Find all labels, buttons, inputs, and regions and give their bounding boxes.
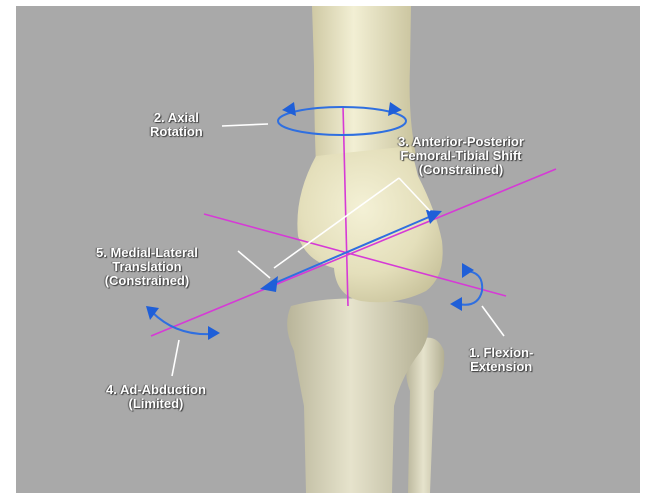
flexion-arrowhead-bottom: [450, 297, 462, 311]
axial-leader-line: [222, 124, 268, 126]
ml-translation-label-line1: 5. Medial-Lateral: [96, 246, 198, 260]
tibia-bone: [287, 299, 428, 494]
ml-translation-label-line2: Translation: [96, 260, 198, 274]
ml-translation-label-line3: (Constrained): [96, 274, 198, 288]
flexion-extension-label: 1. Flexion- Extension: [469, 346, 533, 374]
axial-rotation-label-line1: 2. Axial: [150, 111, 203, 125]
axial-rotation-label-line2: Rotation: [150, 125, 203, 139]
flexion-extension-label-line2: Extension: [469, 360, 533, 374]
ap-shift-label-line2: Femoral-Tibial Shift: [398, 149, 524, 163]
axial-rotation-label: 2. Axial Rotation: [150, 111, 203, 139]
adabduction-arrowhead-right: [208, 326, 220, 340]
ad-abduction-label-line1: 4. Ad-Abduction: [106, 383, 206, 397]
flexion-arrowhead-top: [462, 263, 474, 278]
diagram-canvas: 2. Axial Rotation 3. Anterior-Posterior …: [16, 6, 640, 493]
flexion-leader-line: [482, 306, 504, 336]
ad-abduction-label: 4. Ad-Abduction (Limited): [106, 383, 206, 411]
ml-leader-line: [238, 251, 270, 278]
flexion-extension-label-line1: 1. Flexion-: [469, 346, 533, 360]
ap-shift-label: 3. Anterior-Posterior Femoral-Tibial Shi…: [398, 135, 524, 177]
ml-translation-label: 5. Medial-Lateral Translation (Constrain…: [96, 246, 198, 288]
ap-shift-label-line3: (Constrained): [398, 163, 524, 177]
adabduction-leader-line: [172, 340, 179, 376]
ap-shift-label-line1: 3. Anterior-Posterior: [398, 135, 524, 149]
ad-abduction-label-line2: (Limited): [106, 397, 206, 411]
